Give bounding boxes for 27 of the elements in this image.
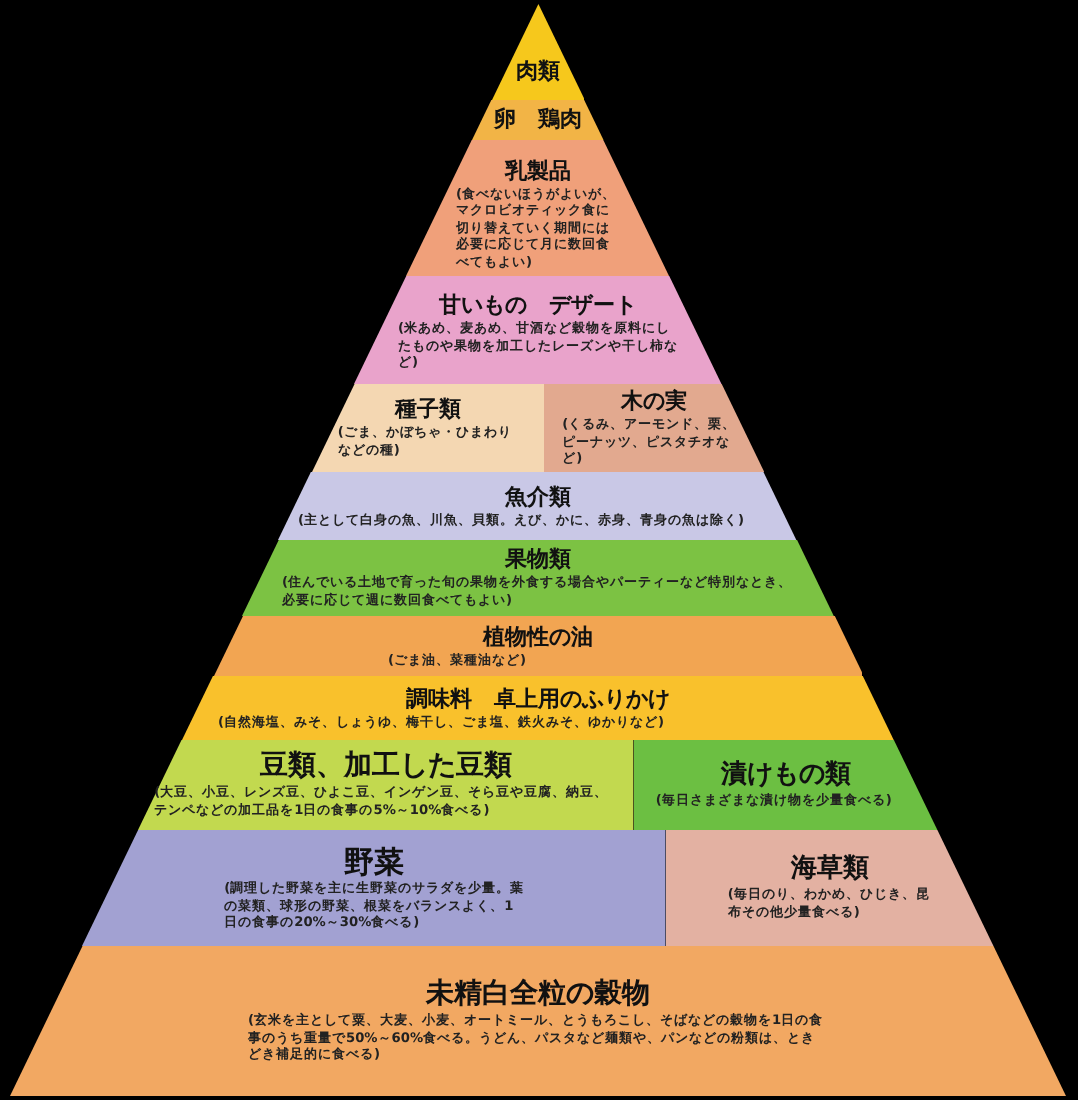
food-group-band: [278, 472, 798, 540]
band-heading: 甘いもの デザート: [436, 292, 639, 321]
band-heading: 木の実: [618, 388, 690, 417]
food-group-band: [213, 616, 863, 676]
band-heading: 肉類: [513, 58, 562, 86]
band-heading: 漬けもの類: [718, 760, 853, 793]
food-group-band: [10, 946, 1066, 1096]
food-group-band: [491, 4, 585, 100]
food-group-band: [311, 384, 544, 472]
food-group-band: [406, 140, 670, 276]
band-heading: 豆類、加工した豆類: [258, 750, 515, 785]
band-heading: 乳製品: [502, 157, 573, 186]
band-heading: 未精白全粒の穀物: [423, 978, 652, 1013]
band-heading: 果物類: [502, 546, 573, 575]
food-group-band: [242, 540, 834, 616]
food-group-band: [138, 740, 634, 830]
band-heading: 種子類: [392, 396, 463, 425]
band-heading: 卵 鶏肉: [491, 106, 584, 134]
food-group-band: [634, 740, 938, 830]
band-heading: 植物性の油: [480, 623, 595, 652]
food-group-band: [82, 830, 666, 946]
band-heading: 海草類: [788, 854, 871, 887]
band-heading: 調味料 卓上用のふりかけ: [403, 685, 672, 714]
food-group-band: [182, 676, 894, 740]
band-heading: 野菜: [344, 844, 407, 881]
band-heading: 魚介類: [502, 483, 573, 512]
food-group-band: [354, 276, 722, 384]
